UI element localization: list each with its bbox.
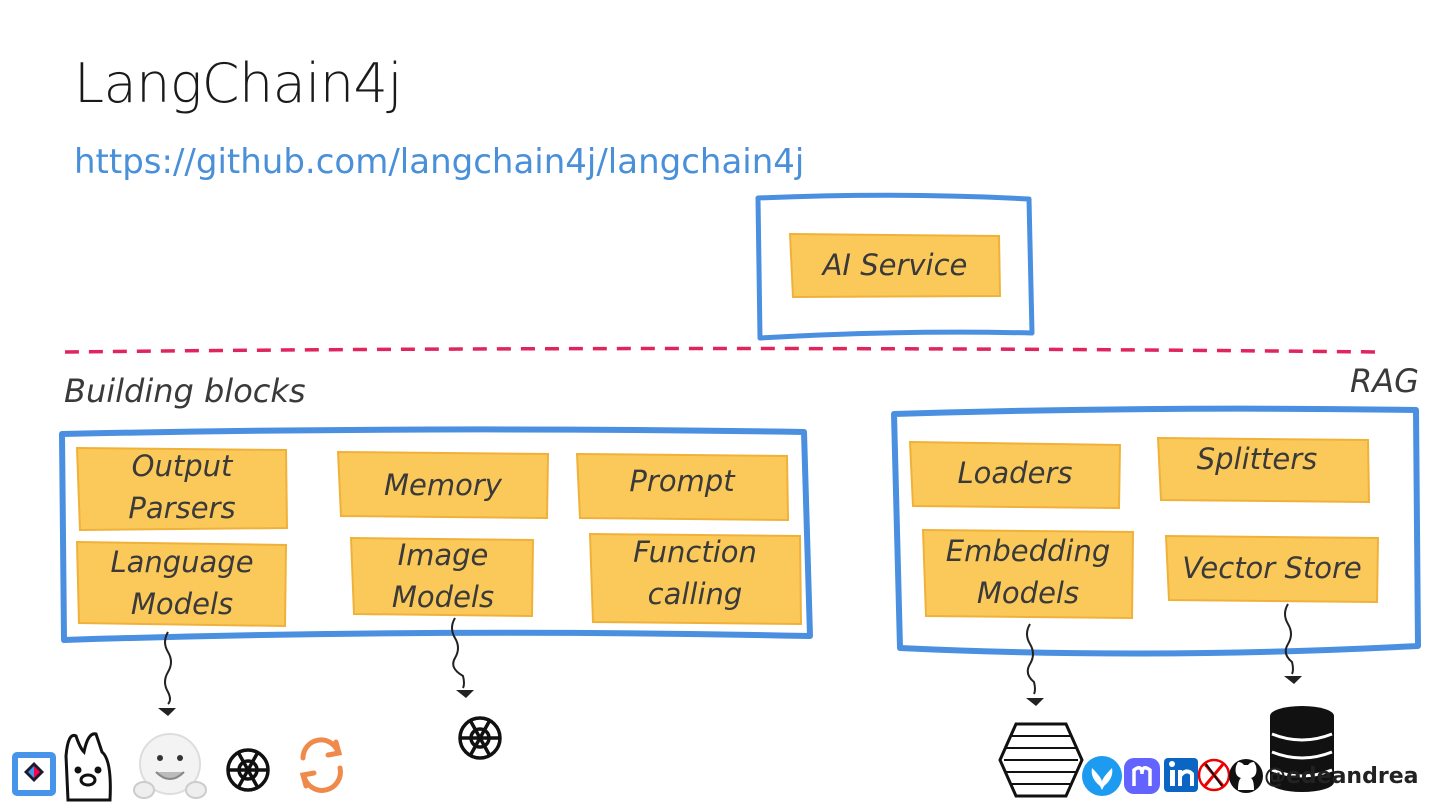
building-blocks-frame <box>59 426 813 643</box>
arrowhead-embedding-models <box>1026 698 1044 706</box>
repo-link[interactable]: https://github.com/langchain4j/langchain… <box>74 142 805 182</box>
vector-store-box <box>1164 534 1380 604</box>
arrowhead-language-models <box>158 708 176 716</box>
rag-frame <box>891 405 1421 657</box>
refresh-icon <box>299 737 343 793</box>
github-icon <box>1229 759 1263 793</box>
database-icon <box>1270 706 1334 792</box>
openai-icon <box>226 748 270 792</box>
building-blocks-label: Building blocks <box>64 372 306 410</box>
llama-icon <box>64 732 112 802</box>
binary-data-icon <box>998 722 1084 798</box>
connector-language-models <box>164 631 172 705</box>
arrowhead-vector-store <box>1284 676 1302 684</box>
prompt-box <box>575 452 790 522</box>
section-divider <box>64 346 1381 354</box>
connector-image-models <box>451 617 465 689</box>
splitters-box <box>1156 436 1371 504</box>
slide-title: LangChain4j <box>74 52 402 115</box>
quarkus-icon <box>12 752 56 796</box>
memory-box <box>336 450 550 520</box>
mastodon-icon <box>1124 758 1160 794</box>
function-calling-box <box>588 532 803 626</box>
ai-service-box <box>788 232 1002 299</box>
linkedin-icon <box>1164 758 1198 792</box>
output-parsers-box <box>75 446 289 532</box>
x-icon <box>1197 758 1231 792</box>
hugging-face-icon <box>133 733 207 799</box>
ai-service-frame <box>755 192 1035 341</box>
connector-vector-store <box>1284 603 1294 675</box>
bluesky-icon <box>1082 756 1122 796</box>
arrowhead-image-models <box>456 690 474 698</box>
rag-label: RAG <box>1350 362 1419 400</box>
social-handle[interactable]: @edeandrea <box>1264 764 1419 789</box>
language-models-box <box>75 540 288 628</box>
openai-icon <box>458 716 502 760</box>
connector-embedding-models <box>1026 623 1036 695</box>
embedding-models-box <box>921 528 1135 620</box>
loaders-box <box>908 440 1122 510</box>
image-models-box <box>349 536 535 618</box>
